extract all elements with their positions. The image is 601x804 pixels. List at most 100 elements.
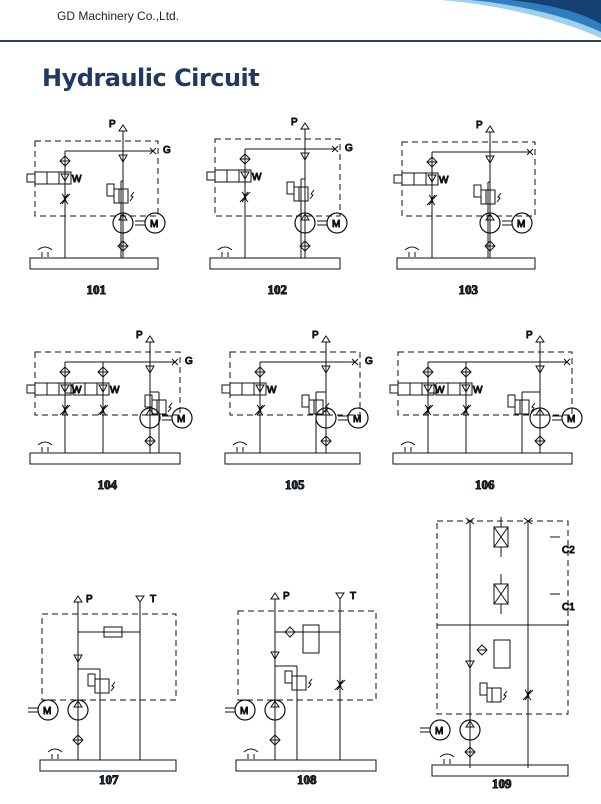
throttle-valve-icon xyxy=(426,194,438,206)
pump-icon xyxy=(112,212,134,234)
tank-icon xyxy=(29,452,181,465)
throttle-valve-icon xyxy=(422,404,434,416)
port-label-p: P xyxy=(526,330,533,341)
gauge-port-icon xyxy=(149,147,157,155)
port-label-p: P xyxy=(291,117,298,128)
relief-pilot-icon xyxy=(284,670,293,684)
pump-arrow-icon xyxy=(321,408,331,416)
spring-icon xyxy=(129,191,135,202)
throttle-valve-icon xyxy=(522,689,534,701)
gauge-port-icon xyxy=(331,145,339,153)
circuit-boundary xyxy=(34,140,159,217)
pump-icon xyxy=(67,699,89,721)
check-valve-icon xyxy=(255,384,265,394)
check-valve-icon xyxy=(73,654,83,664)
port-label-g: G xyxy=(163,145,171,156)
port-label-p: P xyxy=(136,330,143,341)
breather-icon xyxy=(243,748,259,759)
port-arrow-icon xyxy=(73,595,83,603)
filter-icon xyxy=(299,240,311,252)
spring-icon xyxy=(167,402,173,413)
port-arrow-icon xyxy=(300,122,310,130)
filter-icon xyxy=(320,435,332,447)
throttle-valve-icon xyxy=(460,404,472,416)
motor-label: M xyxy=(517,219,525,230)
port-arrow-icon xyxy=(535,335,545,343)
circuit-boundary xyxy=(237,610,377,701)
relief-valve-icon xyxy=(94,678,110,694)
motor-label: M xyxy=(353,414,361,425)
port-arrow-icon xyxy=(118,124,128,132)
port-arrow-icon xyxy=(270,592,280,600)
breather-icon xyxy=(404,246,420,257)
filter-icon xyxy=(484,240,496,252)
port-arrow-icon xyxy=(321,335,331,343)
tank-icon xyxy=(392,452,573,465)
relief-valve-icon xyxy=(291,675,307,691)
port-label-p: P xyxy=(109,119,116,130)
check-valve-icon xyxy=(118,154,128,164)
circuit-boundary xyxy=(436,520,569,715)
motor-label: M xyxy=(567,414,575,425)
spring-label: W xyxy=(252,172,262,183)
solenoid-coil-icon xyxy=(64,384,74,394)
breather-icon xyxy=(37,441,53,452)
port-label-c2: C2 xyxy=(562,545,575,556)
circuit-number: 108 xyxy=(297,772,317,787)
spring-label: W xyxy=(439,175,449,186)
port-arrow-icon xyxy=(485,125,495,133)
tank-icon xyxy=(224,452,361,465)
port-cross-icon xyxy=(465,517,533,525)
motor-label: M xyxy=(43,706,51,717)
relief-pilot-icon xyxy=(473,184,482,198)
breather-icon xyxy=(37,246,53,257)
spring-label: W xyxy=(473,385,483,396)
spring-icon xyxy=(110,681,116,692)
solenoid-coil-icon xyxy=(389,384,399,394)
solenoid-coil-icon xyxy=(26,384,36,394)
throttle-valve-icon xyxy=(239,191,251,203)
check-valve-icon xyxy=(321,365,331,375)
tank-icon xyxy=(396,257,536,270)
port-label-p: P xyxy=(476,120,483,131)
motor-icon xyxy=(144,212,166,234)
filter-icon xyxy=(144,435,156,447)
tank-icon xyxy=(431,764,569,777)
solenoid-coil-icon xyxy=(26,173,36,183)
tank-icon xyxy=(209,257,341,270)
pump-icon xyxy=(459,719,481,741)
port-label-g: G xyxy=(185,356,193,367)
motor-icon xyxy=(37,699,59,721)
directional-valve-icon xyxy=(493,639,511,669)
port-label-p: P xyxy=(312,330,319,341)
spring-label: W xyxy=(72,174,82,185)
pump-icon xyxy=(529,407,551,429)
port-label-t: T xyxy=(350,591,356,602)
port-arrow-icon xyxy=(335,592,345,600)
check-valve-icon xyxy=(98,384,108,394)
spring-label: W xyxy=(435,385,445,396)
directional-valve-icon xyxy=(302,624,320,654)
breather-icon xyxy=(232,441,248,452)
pump-arrow-icon xyxy=(270,700,280,708)
circuit-number: 105 xyxy=(285,477,305,492)
pump-arrow-icon xyxy=(535,408,545,416)
filter-icon xyxy=(72,734,84,746)
port-arrow-icon xyxy=(145,335,155,343)
filter-icon xyxy=(284,626,296,638)
pump-arrow-icon xyxy=(465,720,475,728)
spring-icon xyxy=(309,189,315,200)
motor-label: M xyxy=(332,219,340,230)
pump-arrow-icon xyxy=(73,700,83,708)
filter-icon xyxy=(534,435,546,447)
motor-icon xyxy=(326,212,348,234)
header-divider xyxy=(0,40,601,42)
